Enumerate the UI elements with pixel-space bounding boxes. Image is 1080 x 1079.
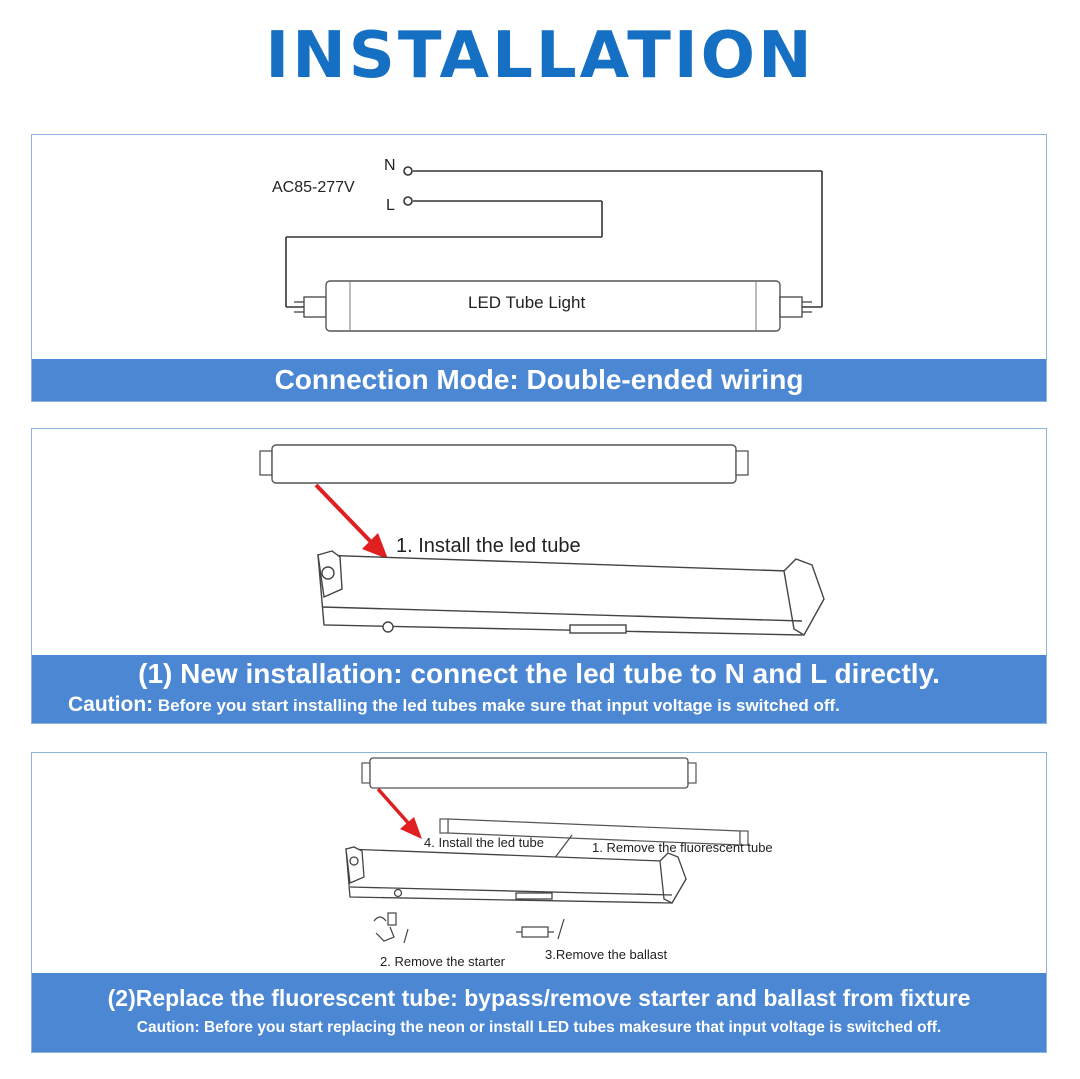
- neutral-label: N: [384, 157, 396, 174]
- starter-graphic: [373, 912, 409, 944]
- line-terminal: [403, 196, 413, 206]
- led-tube-graphic: [259, 444, 749, 484]
- new-installation-caution: Caution: Before you start installing the…: [68, 692, 1048, 719]
- replacement-caution: Caution: Before you start replacing the …: [136, 1019, 942, 1036]
- page-title: INSTALLATION: [265, 19, 815, 93]
- install-arrow: [314, 483, 388, 559]
- led-tube-graphic: [361, 757, 697, 789]
- fluorescent-tube-graphic: [439, 818, 749, 846]
- install-step-label: 4. Install the led tube: [424, 835, 544, 850]
- caution-word: Caution:: [68, 693, 154, 716]
- caution-text: Before you start installing the led tube…: [153, 696, 840, 715]
- neutral-terminal: [403, 166, 413, 176]
- wiring-caption: Connection Mode: Double-ended wiring: [32, 359, 1046, 401]
- ballast-graphic: [516, 918, 565, 940]
- install-step-label: 1. Install the led tube: [396, 535, 581, 557]
- replacement-panel: 4. Install the led tube 1. Remove the fl…: [31, 752, 1047, 1053]
- fixture-graphic: [345, 846, 687, 904]
- led-tube-graphic: [294, 280, 812, 332]
- replacement-diagram: [345, 757, 749, 944]
- voltage-label: AC85-277V: [272, 179, 355, 196]
- fixture-graphic: [317, 550, 825, 636]
- wiring-panel: AC85-277V N L LED Tube Light Connection …: [31, 134, 1047, 402]
- tube-label: LED Tube Light: [468, 293, 586, 312]
- new-installation-diagram: [259, 444, 825, 636]
- new-installation-panel: 1. Install the led tube (1) New installa…: [31, 428, 1047, 724]
- line-label: L: [386, 197, 395, 214]
- remove-ballast-label: 3.Remove the ballast: [545, 947, 668, 962]
- wiring-diagram: [285, 166, 823, 332]
- remove-starter-label: 2. Remove the starter: [380, 954, 505, 969]
- new-installation-caption: (1) New installation: connect the led tu…: [32, 655, 1046, 723]
- replacement-caption: (2)Replace the fluorescent tube: bypass/…: [32, 973, 1046, 1052]
- install-arrow: [376, 787, 422, 839]
- remove-tube-label: 1. Remove the fluorescent tube: [592, 840, 773, 855]
- replacement-title: (2)Replace the fluorescent tube: bypass/…: [107, 985, 971, 1011]
- remove-tube-pointer: [553, 834, 573, 860]
- new-installation-title: (1) New installation: connect the led tu…: [138, 658, 940, 689]
